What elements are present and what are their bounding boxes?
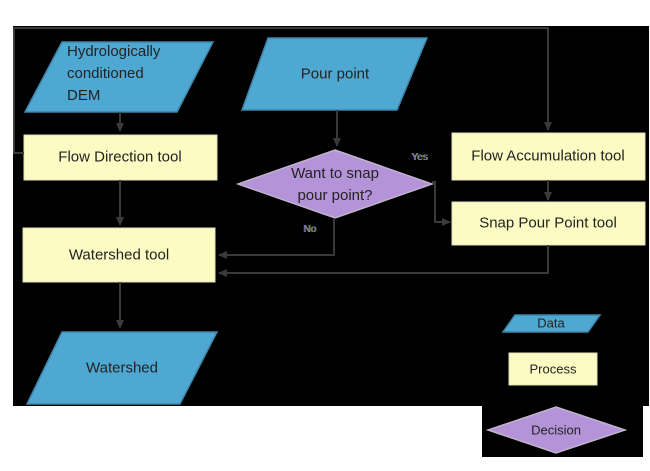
flow-accumulation-label: Flow Accumulation tool [471, 147, 625, 165]
node-flow-accumulation [451, 132, 646, 181]
node-snap-pour-point [451, 201, 646, 246]
yes-edge-label: Yes [411, 152, 428, 163]
node-watershed-tool [22, 227, 216, 283]
flow-direction-label: Flow Direction tool [58, 148, 182, 166]
no-edge-label: No [303, 224, 316, 235]
legend-decision-label: Decision [531, 422, 581, 438]
legend-process-label: Process [529, 361, 577, 377]
dem-label-line2: conditioned [67, 65, 144, 82]
edge-snap-to-watershed-tool [218, 245, 549, 277]
node-watershed [25, 331, 219, 405]
decision-label-line2: pour point? [297, 187, 373, 204]
legend-process-shape [508, 352, 598, 386]
watershed-tool-label: Watershed tool [68, 246, 170, 264]
dem-label: Hydrologically conditioned DEM [67, 41, 160, 107]
dem-label-line3: DEM [67, 87, 101, 104]
legend-data-shape [501, 314, 602, 333]
node-flow-direction [23, 134, 218, 181]
dem-label-line1: Hydrologically [67, 43, 161, 60]
node-dem [23, 41, 215, 113]
edge-flow-direction-to-flow-accumulation [13, 27, 552, 154]
edge-decision-yes-to-snap [432, 181, 451, 226]
snap-pour-point-label: Snap Pour Point tool [479, 214, 617, 232]
legend-decision-shape [485, 406, 628, 454]
node-pour-point [240, 37, 429, 111]
legend-data-label: Data [537, 315, 565, 331]
decision-label: Want to snap pour point? [291, 163, 379, 207]
edge-decision-no-to-watershed-tool [218, 218, 335, 259]
pour-point-label: Pour point [300, 65, 370, 83]
watershed-label: Watershed [86, 359, 158, 377]
decision-label-line1: Want to snap [291, 165, 379, 182]
